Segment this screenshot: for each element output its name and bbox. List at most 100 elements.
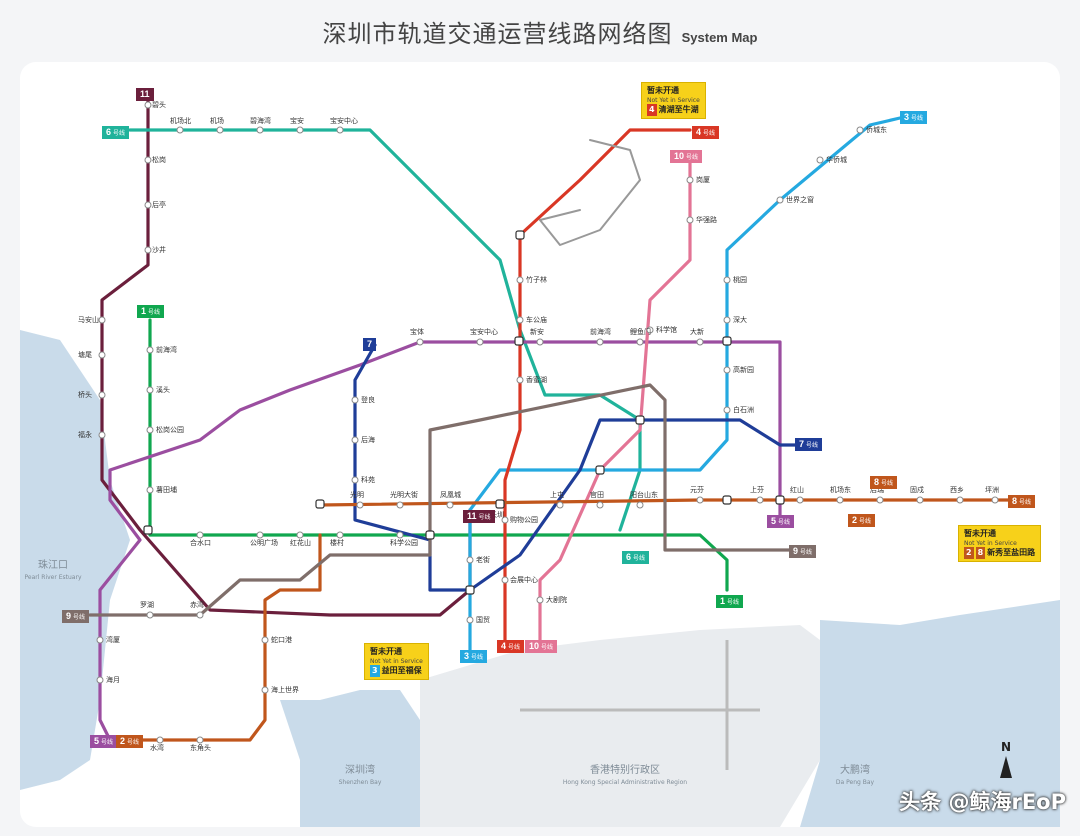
station-label: 元芬: [690, 485, 704, 494]
station-label: 机场: [210, 116, 224, 125]
station-label: 东角头: [190, 743, 211, 752]
station-label: 楼村: [330, 538, 344, 547]
station-label: 老街: [476, 555, 490, 564]
station-label: 海月: [106, 675, 120, 684]
station-label: 福永: [78, 430, 92, 439]
station-label: 新安: [530, 327, 544, 336]
station-label: 上屯: [550, 490, 564, 499]
station-label: 桃园: [733, 275, 747, 284]
title-zh: 深圳市轨道交通运营线路网络图: [322, 20, 673, 48]
station-label: 侨城东: [866, 125, 887, 134]
station-label: 溪头: [156, 385, 170, 394]
station-label: 世界之窗: [786, 195, 814, 204]
station-label: 西乡: [950, 486, 964, 494]
station-label: 罗湖: [140, 600, 154, 609]
compass-arrow-icon: [1000, 756, 1012, 778]
station-label: 华侨城: [826, 155, 847, 164]
station-label: 鲤鱼门: [630, 327, 651, 336]
station-label: 上芬: [750, 485, 764, 494]
station-label: 岗厦: [696, 176, 710, 184]
station-label: 光明大街: [390, 490, 418, 499]
station-label: 前海湾: [590, 327, 611, 336]
station-label: 国贸: [476, 615, 490, 624]
station-label: 碧海湾: [250, 116, 271, 125]
station-label: 后瑞: [870, 485, 884, 494]
station-label: 宝安: [290, 116, 304, 125]
line-9: [88, 383, 792, 617]
line-10: [538, 158, 692, 642]
line-11: [100, 96, 472, 617]
line-6: [128, 128, 642, 532]
station-label: 白石洲: [733, 405, 754, 414]
line-5: [98, 340, 782, 742]
line-4-loop: [539, 139, 641, 246]
title-en: System Map: [681, 30, 758, 45]
station-label: 科学馆: [656, 325, 677, 334]
station-label: 后海: [361, 435, 375, 444]
station-label: 碧头: [152, 100, 166, 109]
station-label: 登良: [361, 395, 375, 404]
line-7: [353, 343, 802, 592]
station-label: 前海湾: [156, 345, 177, 354]
station-label: 科学公园: [390, 538, 418, 547]
station-label: 大剧院: [546, 595, 567, 604]
station-label: 阳台山东: [630, 490, 658, 499]
line-1: [148, 318, 729, 592]
station-label: 湾厦: [106, 635, 120, 644]
station-label: 水湾: [150, 743, 164, 752]
station-label: 宝安中心: [470, 327, 498, 336]
station-label: 马安山: [78, 315, 99, 324]
station-label: 公明广场: [250, 538, 278, 547]
station-label: 购物公园: [510, 515, 538, 524]
station-label: 红花山: [290, 538, 311, 547]
station-label: 高新园: [733, 365, 754, 374]
line-2: [108, 533, 322, 742]
station-label: 大新: [690, 327, 704, 336]
station-label: 塘尾: [78, 350, 92, 359]
station-label: 坪洲: [985, 486, 999, 494]
station-label: 蛇口港: [271, 635, 292, 644]
station-label: 官田: [590, 490, 604, 499]
line-3: [468, 116, 902, 652]
north-compass: N: [994, 740, 1018, 778]
station-label: 会展中心: [510, 575, 538, 584]
station-label: 红山: [790, 485, 804, 494]
station-label: 宝安中心: [330, 116, 358, 125]
station-label: 后亭: [152, 200, 166, 209]
hong-kong-region: [420, 625, 820, 827]
station-label: 桥头: [78, 390, 92, 399]
station-label: 香蜜湖: [526, 375, 547, 384]
station-label: 机场北: [170, 116, 191, 125]
station-label: 固戍: [910, 485, 924, 494]
station-label: 宝体: [410, 327, 424, 336]
line-7-badge: 7: [363, 338, 377, 351]
station-label: 薯田埔: [156, 485, 177, 494]
map-title: 深圳市轨道交通运营线路网络图 System Map: [0, 14, 1080, 49]
line-11-badge: 11: [136, 88, 154, 101]
station-label: 凤凰城: [440, 491, 461, 499]
station-label: 松岗公园: [156, 425, 184, 434]
station-label: 光明: [350, 490, 364, 499]
station-label: 车公庙: [526, 315, 547, 324]
station-label: 合水口: [190, 538, 211, 547]
